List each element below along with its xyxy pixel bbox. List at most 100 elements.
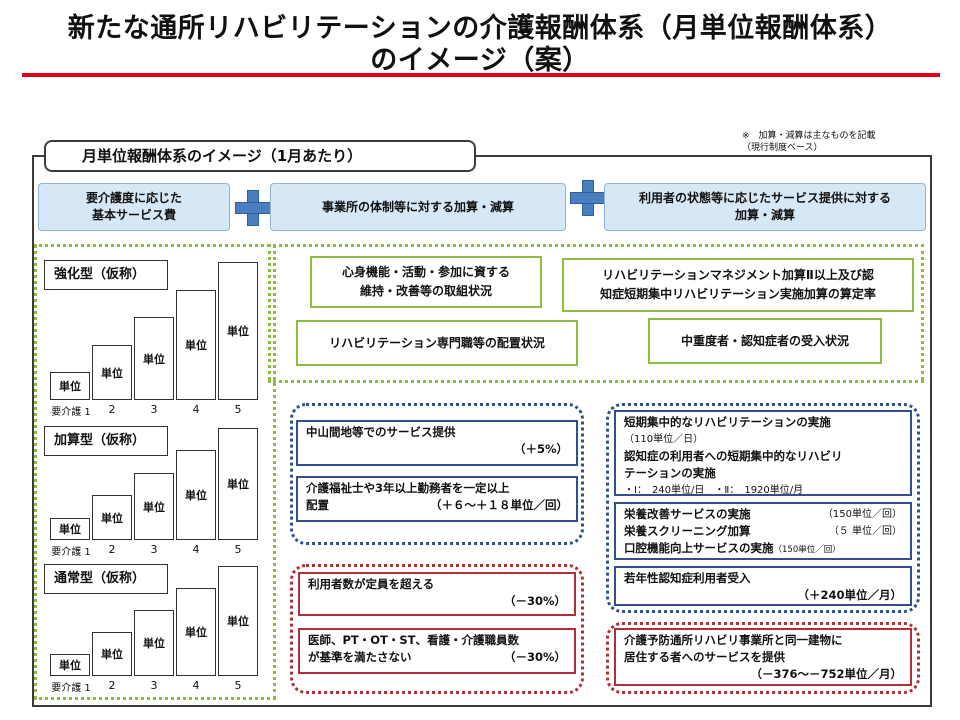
oral-label: 口腔機能向上サービスの実施	[624, 541, 774, 555]
bar-care-level-3: 単位	[134, 610, 174, 676]
user-additions-group	[606, 403, 920, 613]
footnote-line1: ※ 加算・減算は主なものを記載	[742, 131, 876, 141]
same-building-value: （－376～－752単位／月）	[750, 667, 902, 681]
bar-care-level-1: 単位	[50, 654, 90, 676]
oral-value: （150単位／回）	[773, 545, 841, 555]
bar-care-level-4: 単位	[176, 588, 216, 676]
dementia-line1: 認知症の利用者への短期集中的なリハビリ	[624, 449, 843, 463]
user-reductions-group	[606, 622, 920, 694]
bar-care-level-1: 単位	[50, 372, 90, 400]
bar-label: 単位	[227, 325, 249, 338]
plus-icon	[570, 180, 606, 216]
care-level-tick: 5	[234, 543, 242, 556]
user-adjustment-box: 利用者の状態等に応じたサービス提供に対する加算・減算	[604, 183, 926, 231]
staff-line2: が基準を満たさない	[308, 650, 412, 664]
facility-adjustment-box: 事業所の体制等に対する加算・減算	[270, 183, 566, 231]
over-capacity-value: （－30%）	[503, 594, 566, 608]
care-level-tick: 3	[150, 403, 158, 416]
bar-care-level-4: 単位	[176, 290, 216, 400]
bar-label: 単位	[185, 489, 207, 502]
bar-label: 単位	[101, 511, 123, 525]
dementia-line2: テーションの実施	[624, 466, 716, 480]
facility-criteria-region-bottom	[268, 380, 924, 383]
management-line2: 知症短期集中リハビリテーション実施加算の算定率	[600, 287, 876, 301]
nutrition-value: （150単位／回）	[822, 509, 902, 520]
management-line1: リハビリテーションマネジメント加算Ⅱ以上及び認	[602, 268, 874, 282]
basic-fee-region	[34, 244, 276, 700]
staff-line1: 医師、PT・OT・ST、看護・介護職員数	[308, 633, 520, 647]
bar-care-level-2: 単位	[92, 632, 132, 676]
mountain-value: （＋5%）	[513, 442, 568, 456]
bar-label: 単位	[143, 637, 165, 650]
facility-additions-group	[290, 403, 584, 545]
nutrition-label: 栄養改善サービスの実施	[624, 507, 751, 521]
management-rate-box: リハビリテーションマネジメント加算Ⅱ以上及び認知症短期集中リハビリテーション実施…	[562, 258, 914, 312]
user-line1: 利用者の状態等に応じたサービス提供に対する	[638, 191, 891, 205]
frame-label: 月単位報酬体系のイメージ（1月あたり）	[44, 140, 476, 172]
bar-label: 単位	[59, 523, 81, 536]
care-level-tick: 要介護 1	[51, 547, 91, 558]
bar-care-level-3: 単位	[134, 317, 174, 400]
care-level-tick: 3	[150, 543, 158, 556]
over-capacity-label: 利用者数が定員を超える	[308, 577, 435, 591]
facility-criteria-region	[268, 244, 924, 380]
bar-label: 単位	[143, 500, 165, 514]
bar-care-level-2: 単位	[92, 345, 132, 400]
young-label: 若年性認知症利用者受入	[624, 571, 751, 585]
plus-icon	[235, 190, 271, 226]
staff-value: （－30%）	[503, 650, 566, 664]
bar-label: 単位	[185, 626, 207, 639]
welfare-line2: 配置	[306, 498, 329, 512]
severe-dementia-intake-box: 中重度者・認知症者の受入状況	[648, 318, 882, 364]
page-subtitle: のイメージ（案）	[370, 45, 590, 76]
bar-label: 単位	[59, 659, 81, 672]
bar-care-level-3: 単位	[134, 473, 174, 540]
footnote-line2: （現行制度ベース）	[742, 143, 823, 153]
bar-label: 単位	[101, 366, 123, 380]
short-term-value: （110単位／日）	[624, 434, 704, 445]
basic-line2: 基本サービス費	[91, 208, 176, 222]
facility-reductions-group	[290, 564, 584, 694]
bar-label: 単位	[227, 478, 249, 491]
bar-care-level-5: 単位	[218, 262, 258, 400]
title-divider	[22, 73, 940, 77]
type-label: 強化型（仮称）	[44, 260, 168, 290]
page-title: 新たな通所リハビリテーションの介護報酬体系（月単位報酬体系）	[67, 13, 893, 44]
bar-label: 単位	[227, 615, 249, 628]
care-level-tick: 3	[150, 679, 158, 692]
care-level-tick: 2	[108, 403, 116, 416]
short-term-label: 短期集中的なリハビリテーションの実施	[624, 415, 831, 429]
mountain-label: 中山間地等でのサービス提供	[306, 425, 456, 439]
care-level-tick: 要介護 1	[51, 683, 91, 694]
same-building-line2: 居住する者へのサービスを提供	[624, 650, 785, 664]
care-level-tick: 4	[192, 403, 200, 416]
main-frame	[32, 155, 932, 707]
short-term-rehab-addition: 短期集中的なリハビリテーションの実施 （110単位／日） 認知症の利用者への短期…	[614, 410, 912, 496]
bar-care-level-5: 単位	[218, 428, 258, 540]
basic-service-fee-box: 要介護度に応じた基本サービス費	[38, 183, 230, 231]
function-line1: 心身機能・活動・参加に資する	[341, 265, 510, 279]
care-level-tick: 4	[192, 679, 200, 692]
bar-care-level-4: 単位	[176, 450, 216, 540]
bar-label: 単位	[185, 339, 207, 352]
type-label: 通常型（仮称）	[44, 564, 168, 594]
young-value: （＋240単位／月）	[797, 588, 902, 602]
staff-shortage-reduction: 医師、PT・OT・ST、看護・介護職員数 が基準を満たさない （－30%）	[298, 628, 576, 674]
footnote: ※ 加算・減算は主なものを記載 （現行制度ベース）	[742, 130, 876, 154]
bar-care-level-5: 単位	[218, 566, 258, 676]
screening-value: （５ 単位／回）	[828, 526, 902, 537]
specialist-staffing-box: リハビリテーション専門職等の配置状況	[296, 320, 578, 366]
function-improvement-box: 心身機能・活動・参加に資する維持・改善等の取組状況	[310, 256, 542, 308]
bar-care-level-1: 単位	[50, 518, 90, 540]
nutrition-oral-addition: 栄養改善サービスの実施（150単位／回） 栄養スクリーニング加算（５ 単位／回）…	[614, 502, 912, 560]
same-building-reduction: 介護予防通所リハビリ事業所と同一建物に 居住する者へのサービスを提供 （－376…	[614, 628, 912, 686]
care-level-tick: 5	[234, 679, 242, 692]
bar-care-level-2: 単位	[92, 495, 132, 540]
over-capacity-reduction: 利用者数が定員を超える （－30%）	[298, 572, 576, 616]
bar-label: 単位	[101, 648, 123, 661]
welfare-value: （＋６～＋１８単位／回）	[430, 498, 568, 512]
young-dementia-addition: 若年性認知症利用者受入 （＋240単位／月）	[614, 566, 912, 606]
basic-line1: 要介護度に応じた	[85, 191, 182, 205]
function-line2: 維持・改善等の取組状況	[359, 284, 492, 298]
welfare-worker-addition: 介護福祉士や3年以上勤務者を一定以上 配置（＋６～＋１８単位／回）	[296, 476, 578, 522]
